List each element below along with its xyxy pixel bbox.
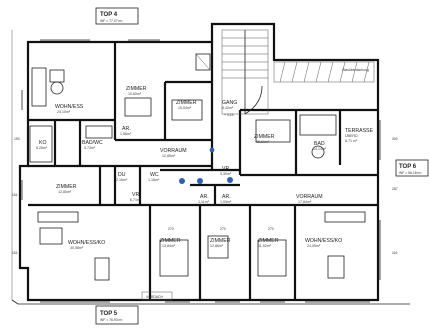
dimension-label: 270	[268, 227, 274, 231]
unit-top6-area: WF = 56,18 m²	[399, 171, 422, 175]
room-area: 8,42m²	[222, 106, 234, 110]
unit-top4: TOP 4 WF = 77,07 m²	[95, 7, 139, 25]
service-symbols	[179, 147, 233, 184]
room-name: AR.	[122, 126, 131, 132]
room-area: 8,71 m²	[345, 139, 358, 143]
room-area: 17,84m²	[298, 200, 312, 204]
room-area: 30,58m²	[70, 246, 84, 250]
unit-top4-area: WF = 77,07 m²	[100, 19, 123, 23]
unit-top4-label: TOP 4	[100, 12, 118, 18]
room-name: VORRAUM	[160, 148, 187, 154]
unit-top5: TOP 5 WF = 76,93 m²	[95, 305, 139, 325]
dimension-label: 270	[168, 227, 174, 231]
room-name: ZIMMER	[254, 134, 275, 140]
room-name: ZIMMER	[160, 238, 181, 244]
unit-top5-area: WF = 76,93 m²	[100, 318, 123, 322]
unit-top6: TOP 6 WF = 56,18 m²	[395, 159, 429, 177]
elevator-shaft	[195, 53, 211, 71]
interior-walls	[28, 42, 378, 300]
room-name: ZIMMER	[258, 238, 279, 244]
dimension-label: 287	[392, 187, 398, 191]
room-name: WOHN/ESS	[55, 104, 84, 110]
forecourt-label: VORDACH	[146, 295, 164, 299]
room-name: AR.	[222, 194, 231, 200]
property-line	[11, 299, 410, 305]
room-area: 11,52m²	[258, 244, 272, 248]
room-name: VR.	[132, 192, 141, 198]
dimension-label: 116	[12, 251, 18, 255]
glass-roof: Glasüberdachung	[273, 61, 375, 83]
room-area: 1,05m²	[220, 200, 232, 204]
room-name: WOHN/ESS/KO	[68, 240, 105, 246]
dimension-label: 116	[392, 251, 398, 255]
room-area: 10,60m²	[128, 92, 142, 96]
dimension-label: 300	[392, 137, 398, 141]
room-name: TERRASSE	[345, 128, 374, 134]
room-name: BAD	[314, 141, 325, 147]
room-area: 24,05m²	[307, 244, 321, 248]
room-name: WC	[150, 172, 159, 178]
room-area: 12,85m²	[58, 190, 72, 194]
furniture	[29, 67, 366, 281]
room-area: 14,14m²	[313, 147, 327, 151]
unit-top6-label: TOP 6	[399, 164, 417, 170]
room-labels: WOHN/ESS 24,10m² ZIMMER 10,60m² ZIMMER 1…	[36, 86, 374, 250]
room-area: 6,26m²	[36, 146, 48, 150]
room-name: KO	[39, 140, 47, 146]
room-area: 1,18m²	[148, 178, 160, 182]
unit-top5-label: TOP 5	[100, 311, 118, 317]
room-area: 24,10m²	[57, 110, 71, 114]
room-name: ZIMMER	[126, 86, 147, 92]
windows	[21, 39, 381, 303]
room-area: 15,61m²	[256, 140, 270, 144]
outer-wall	[18, 22, 380, 302]
room-name: ZIMMER	[56, 184, 77, 190]
room-area: 6,71m²	[130, 198, 142, 202]
room-area: 12,85m²	[162, 154, 176, 158]
room-area: 5,73m²	[84, 146, 96, 150]
room-area: 1,56m²	[120, 132, 132, 136]
room-area: 2,16m²	[116, 178, 128, 182]
room-name: DU	[118, 172, 126, 178]
room-name: GANG	[222, 100, 237, 106]
level-label: + 3,15	[224, 113, 234, 117]
dimension-label: 270	[220, 227, 226, 231]
room-area: 12,86m²	[210, 244, 224, 248]
room-area: 3,30m²	[220, 172, 232, 176]
room-name: WOHN/ESS/KO	[305, 238, 342, 244]
room-name: ZIMMER	[176, 100, 197, 106]
room-name: VORRAUM	[296, 194, 323, 200]
dimension-label: 190	[14, 137, 20, 141]
elevator-cross	[195, 53, 211, 71]
room-area: 1,11m²	[198, 200, 210, 204]
room-name: ZIMMER	[210, 238, 231, 244]
room-name: AR.	[200, 194, 209, 200]
room-name: BAD/WC	[82, 140, 103, 146]
room-name: VR.	[222, 166, 231, 172]
room-area: 13,84m²	[162, 244, 176, 248]
staircase	[221, 29, 269, 115]
dimension-label: 116	[12, 193, 18, 197]
roof-note: Glasüberdachung	[342, 68, 369, 72]
terrace-note: ÜBERD.	[345, 134, 359, 138]
room-area: 15,04m²	[178, 106, 192, 110]
misc-labels: VORDACH + 3,15 270 270 270 190 116 116 1…	[12, 113, 398, 301]
